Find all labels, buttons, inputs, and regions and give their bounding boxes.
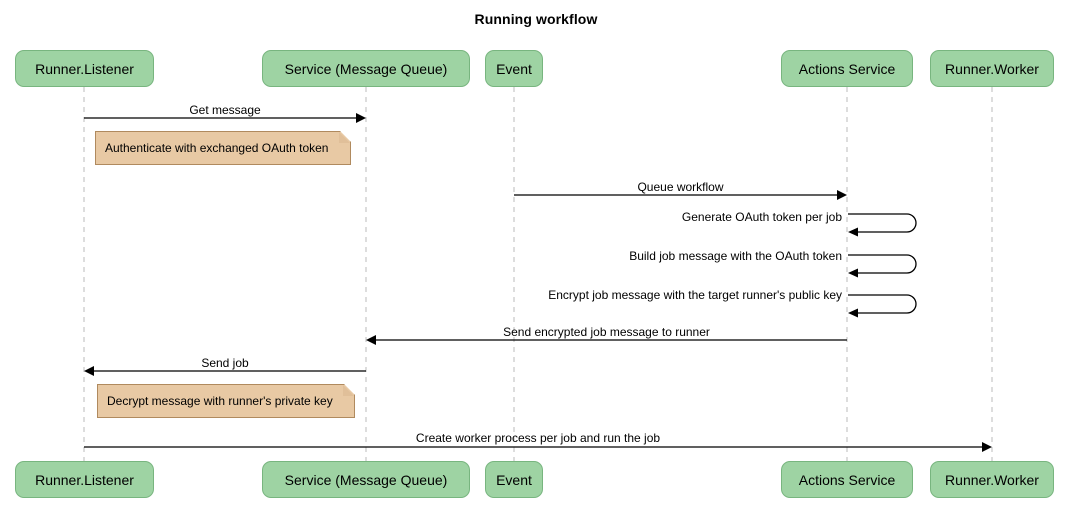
note-authenticate: Authenticate with exchanged OAuth token [95, 131, 351, 165]
arrowhead-get-message [356, 113, 366, 123]
note-decrypt: Decrypt message with runner's private ke… [97, 384, 355, 418]
arrowhead-encrypt-job-message [848, 308, 858, 318]
participant-actions-service-top[interactable]: Actions Service [781, 50, 913, 87]
self-loop-encrypt-job-message [848, 294, 917, 314]
participant-label: Actions Service [798, 60, 896, 77]
arrowhead-generate-oauth-token [848, 227, 858, 237]
participant-event-bottom[interactable]: Event [485, 461, 543, 498]
note-text: Authenticate with exchanged OAuth token [105, 141, 329, 155]
participant-label: Runner.Listener [35, 60, 134, 77]
arrowhead-create-worker-process [982, 442, 992, 452]
participant-label: Runner.Listener [35, 471, 134, 488]
participant-label: Actions Service [798, 471, 896, 488]
message-label-get-message: Get message [189, 103, 261, 117]
message-label-queue-workflow: Queue workflow [637, 180, 724, 194]
participant-service-mq-top[interactable]: Service (Message Queue) [262, 50, 470, 87]
arrowhead-send-job [84, 366, 94, 376]
participant-label: Service (Message Queue) [284, 60, 448, 77]
participant-label: Service (Message Queue) [284, 471, 448, 488]
self-loop-generate-oauth-token [848, 213, 917, 233]
arrowhead-send-encrypted-job [366, 335, 376, 345]
message-label-generate-oauth-token: Generate OAuth token per job [681, 210, 842, 224]
messages-layer [84, 113, 992, 452]
participant-runner-listener-bottom[interactable]: Runner.Listener [15, 461, 154, 498]
page-title: Running workflow [474, 11, 598, 27]
message-label-encrypt-job-message: Encrypt job message with the target runn… [548, 288, 842, 302]
participant-label: Event [496, 471, 532, 488]
participant-label: Event [496, 60, 532, 77]
participant-label: Runner.Worker [945, 60, 1039, 77]
message-label-send-encrypted-job: Send encrypted job message to runner [503, 325, 710, 339]
arrowhead-queue-workflow [837, 190, 847, 200]
self-loop-build-job-message [848, 254, 917, 274]
participant-runner-listener-top[interactable]: Runner.Listener [15, 50, 154, 87]
note-text: Decrypt message with runner's private ke… [107, 394, 333, 408]
note-fold-corner-icon [343, 385, 354, 396]
note-fold-corner-icon [339, 132, 350, 143]
participant-runner-worker-top[interactable]: Runner.Worker [930, 50, 1054, 87]
participant-service-mq-bottom[interactable]: Service (Message Queue) [262, 461, 470, 498]
message-label-create-worker-process: Create worker process per job and run th… [415, 431, 661, 445]
participant-runner-worker-bottom[interactable]: Runner.Worker [930, 461, 1054, 498]
message-label-send-job: Send job [201, 356, 249, 370]
arrowhead-build-job-message [848, 268, 858, 278]
participant-event-top[interactable]: Event [485, 50, 543, 87]
message-label-build-job-message: Build job message with the OAuth token [629, 249, 842, 263]
participant-label: Runner.Worker [945, 471, 1039, 488]
participant-actions-service-bottom[interactable]: Actions Service [781, 461, 913, 498]
lifelines-layer [83, 87, 993, 461]
